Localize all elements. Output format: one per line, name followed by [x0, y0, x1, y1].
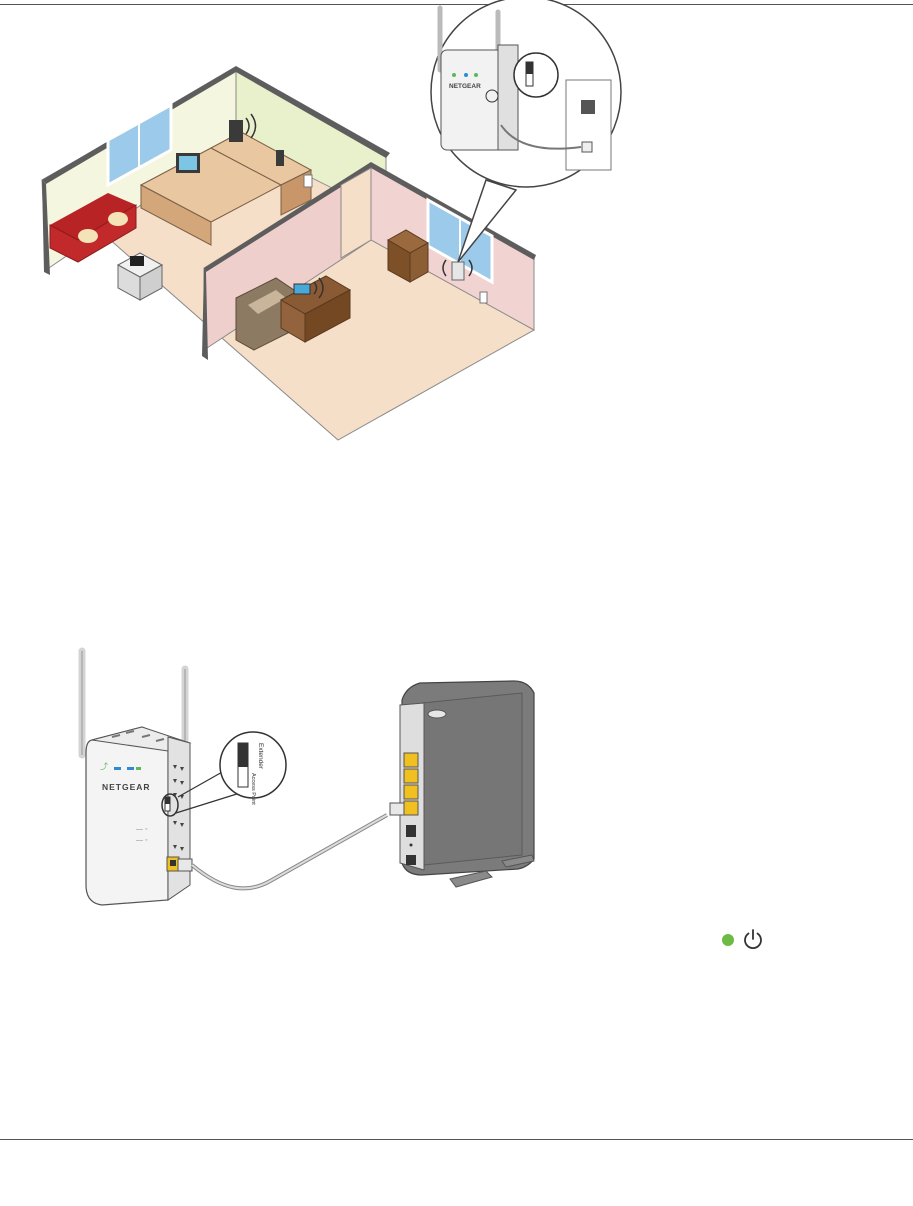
switch-zoom-circle — [514, 53, 558, 97]
power-led-dot — [722, 934, 734, 946]
router-port-1 — [404, 753, 418, 767]
led-blue — [114, 767, 121, 770]
power-icon — [741, 927, 765, 951]
router-port-2 — [404, 769, 418, 783]
router-cable-plug — [390, 803, 404, 815]
extender-router-illustration: ⤴ NETGEAR — ◦ — ◦ Extender Access Point — [72, 645, 542, 915]
front-icon-2: — ◦ — [136, 837, 147, 844]
router-wan-port — [406, 825, 416, 837]
wall-plate — [566, 80, 611, 170]
logo-small: NETGEAR — [449, 83, 481, 90]
extender-small — [452, 262, 464, 280]
router-port-4 — [404, 801, 418, 815]
router-power-jack — [406, 855, 416, 865]
extender-zoom-body — [441, 50, 503, 150]
router-front-face — [422, 693, 522, 865]
led-green — [136, 767, 141, 770]
switch-label-access-point: Access Point — [250, 773, 256, 805]
extender-side — [168, 737, 190, 900]
desk-router — [229, 120, 243, 142]
home-layout-illustration: NETGEAR — [36, 0, 636, 450]
led-blue-2 — [127, 767, 134, 770]
switch-label-extender: Extender — [257, 743, 264, 770]
router-port-3 — [404, 785, 418, 799]
outlet-left — [304, 175, 312, 187]
tablet — [130, 256, 144, 266]
laptop — [294, 284, 310, 294]
netgear-logo: NETGEAR — [102, 782, 151, 792]
extender-cable-plug — [178, 859, 192, 871]
speaker — [276, 150, 284, 166]
footer-rule — [0, 1139, 913, 1140]
wifi-led-icon: ⤴ — [100, 761, 108, 771]
front-icon-1: — ◦ — [136, 826, 147, 833]
extender-body — [86, 727, 168, 905]
ethernet-cable — [192, 815, 387, 888]
